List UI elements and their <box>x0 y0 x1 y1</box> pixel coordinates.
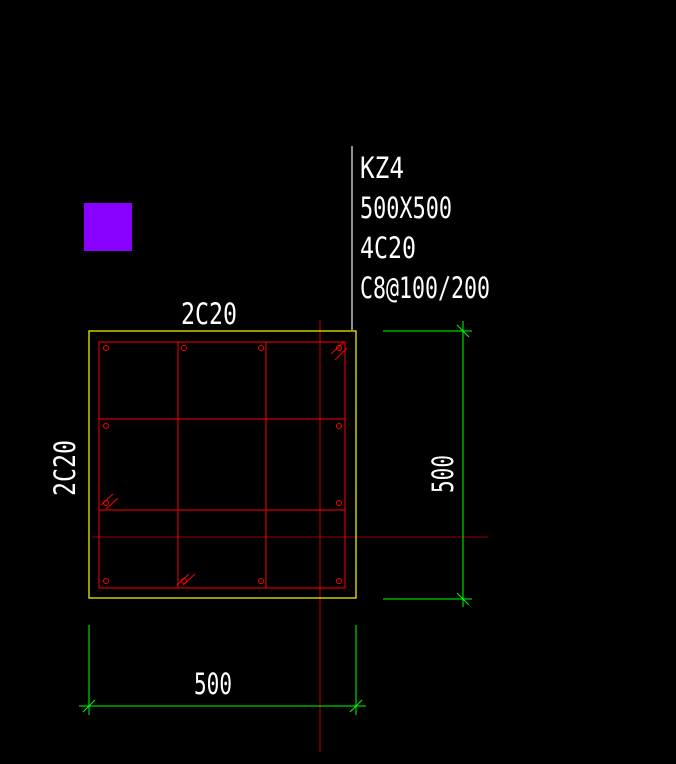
column-size: 500X500 <box>360 191 452 225</box>
hook-mark <box>100 493 114 506</box>
stirrup-spec: C8@100/200 <box>360 271 490 305</box>
tick-bottom <box>456 592 470 606</box>
rebar-group <box>103 345 342 584</box>
stirrup-outer <box>98 341 346 589</box>
tick-right <box>349 699 363 713</box>
rebar-corner-top-right <box>336 345 342 351</box>
top-side-bars: 2C20 <box>181 297 237 331</box>
column-outline <box>88 330 357 599</box>
layer-color-swatch <box>84 203 132 251</box>
column-label: KZ4 <box>360 151 404 185</box>
right-dimension <box>383 321 472 607</box>
corner-bars: 4C20 <box>360 231 416 265</box>
right-dimension-text: 500 <box>426 455 460 493</box>
tick-top <box>456 324 470 338</box>
hook-mark <box>334 347 348 361</box>
hook-mark <box>182 573 196 586</box>
rebar-top-2 <box>258 345 264 351</box>
hook-mark <box>105 497 119 510</box>
hook-mark <box>330 341 345 355</box>
stirrup-hooks <box>100 341 348 586</box>
bottom-dimension-text: 500 <box>194 667 232 701</box>
rebar-corner-bottom-left <box>103 578 109 584</box>
rebar-corner-bottom-right <box>336 578 342 584</box>
rebar-top-1 <box>181 345 187 351</box>
rebar-left-2 <box>103 500 109 506</box>
rebar-corner-top-left <box>103 345 109 351</box>
rebar-right-1 <box>336 423 342 429</box>
left-side-bars: 2C20 <box>48 440 82 496</box>
bottom-dimension <box>79 625 366 715</box>
rebar-bottom-2 <box>258 578 264 584</box>
column-annotation: KZ4 500X500 4C20 C8@100/200 <box>360 151 490 305</box>
hook-mark <box>176 573 190 586</box>
tick-left <box>82 699 96 713</box>
rebar-left-1 <box>103 423 109 429</box>
rebar-right-2 <box>336 500 342 506</box>
